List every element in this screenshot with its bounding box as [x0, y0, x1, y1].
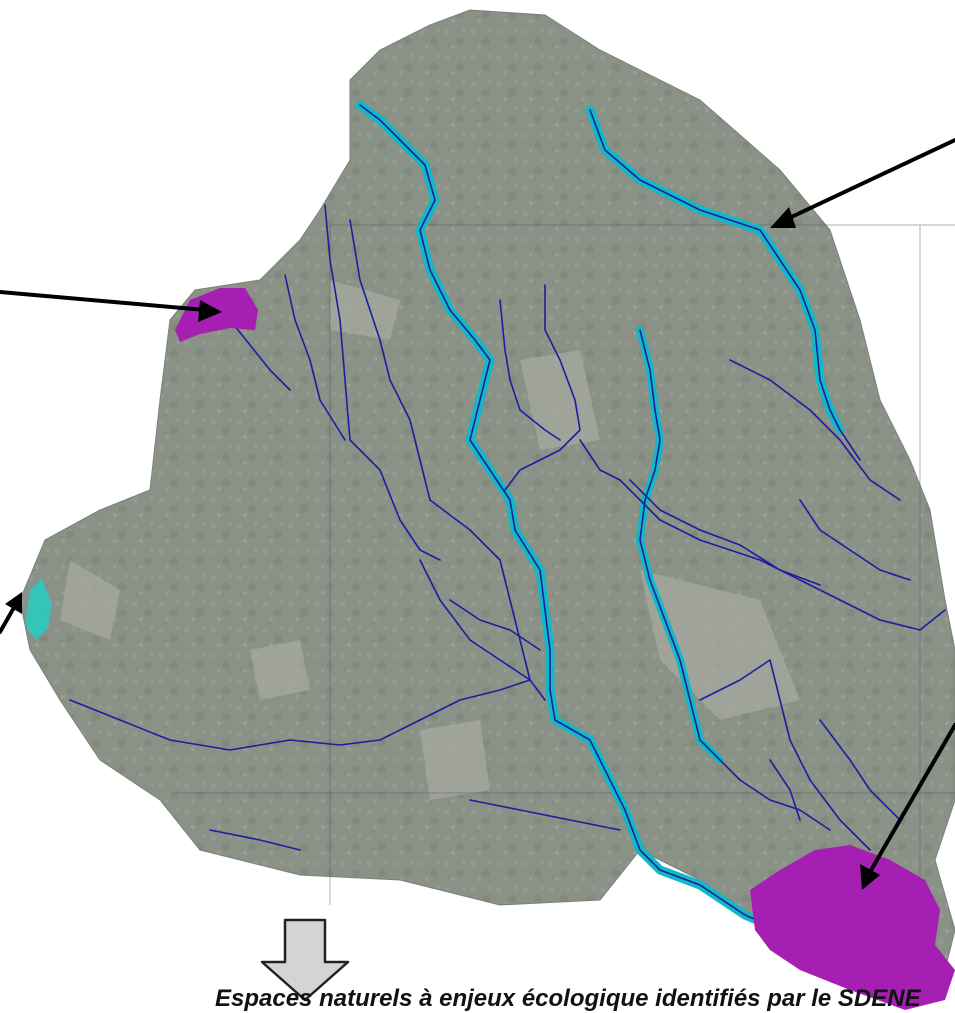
map-caption: Espaces naturels à enjeux écologique ide… [215, 985, 921, 1012]
pointer-arrow-icon [0, 592, 22, 634]
priority-zone-northwest [175, 288, 258, 342]
pointer-arrow-icon [0, 290, 222, 322]
pointer-arrow-icon [770, 138, 955, 228]
down-arrow-icon [260, 918, 350, 1002]
streams [69, 104, 946, 931]
pointer-arrows [0, 138, 955, 890]
priority-zone-southeast [750, 845, 955, 1010]
wetland-zone [25, 578, 52, 640]
commune-territory [19, 9, 955, 991]
pointer-arrow-icon [860, 723, 955, 890]
tile-grid [175, 224, 955, 960]
